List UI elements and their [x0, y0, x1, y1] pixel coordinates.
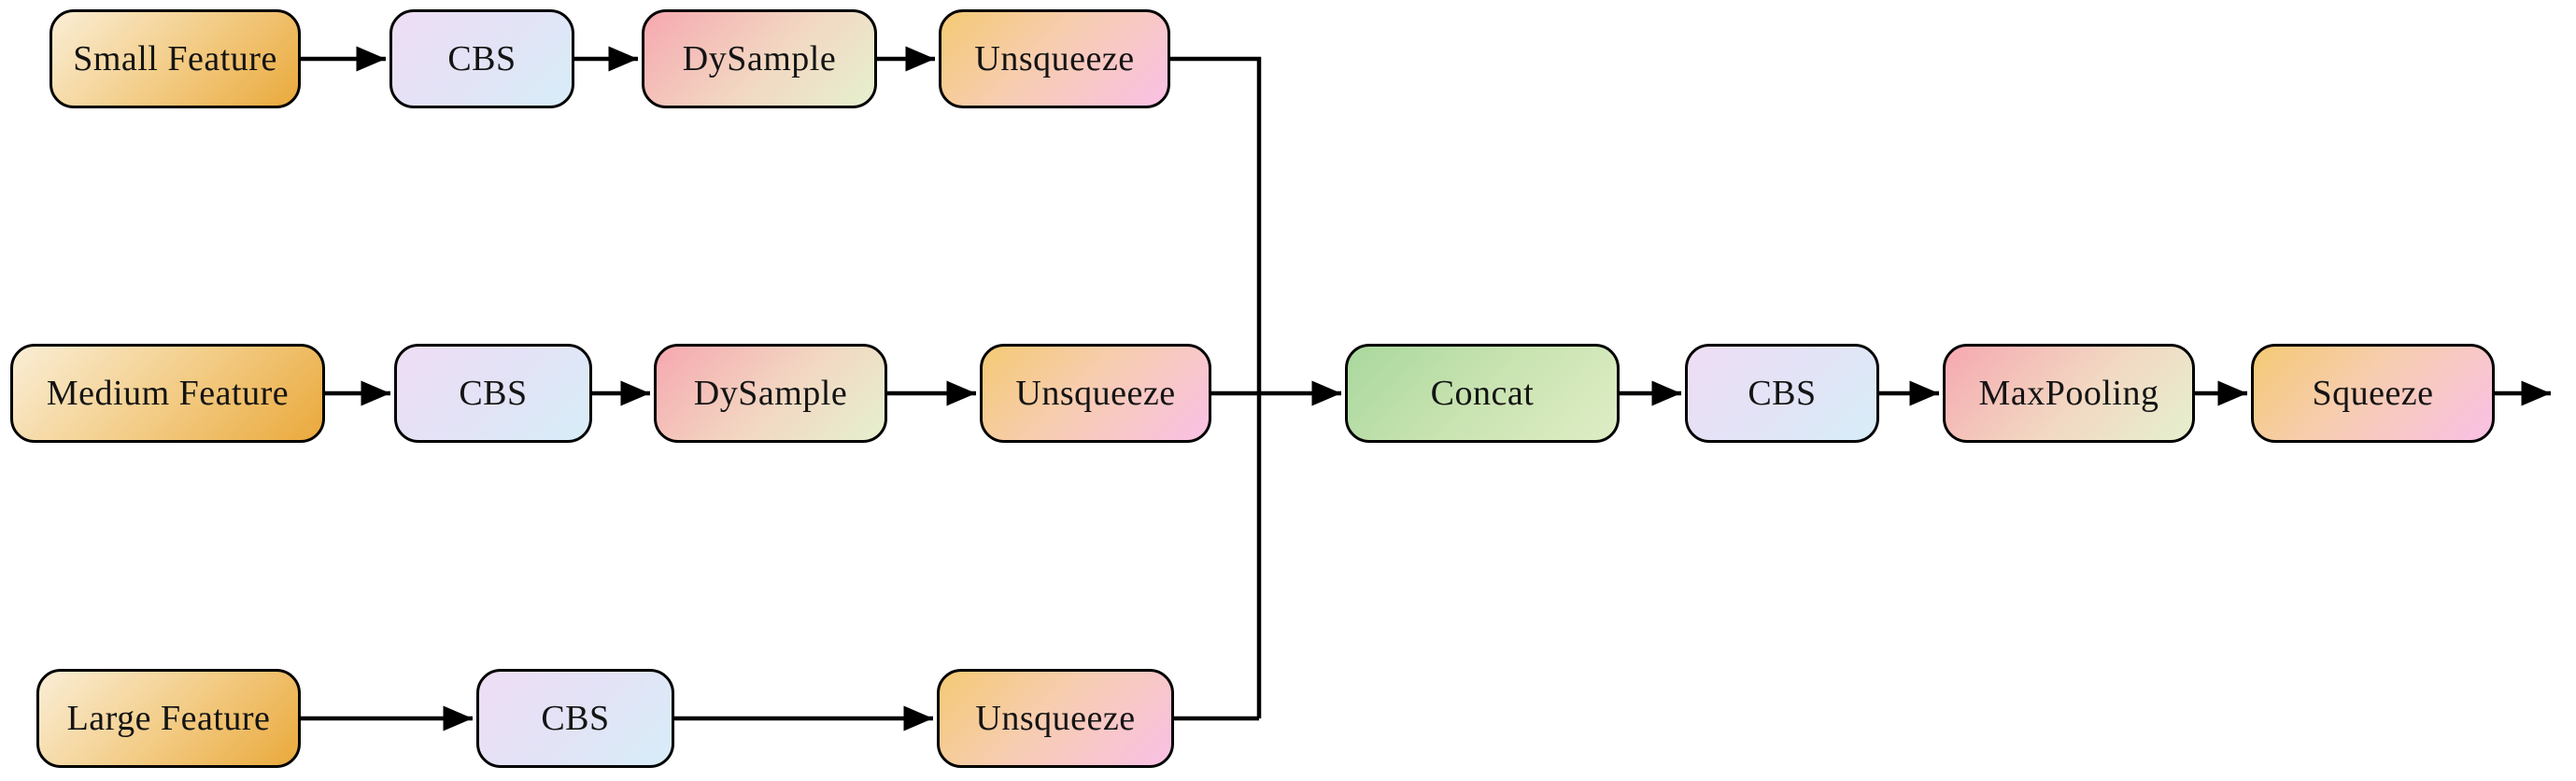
- node-cbs-bottom: CBS: [476, 669, 674, 768]
- node-dysample-middle-label: DySample: [693, 374, 848, 413]
- node-unsqueeze-middle: Unsqueeze: [980, 344, 1211, 443]
- node-unsqueeze-bottom: Unsqueeze: [937, 669, 1174, 768]
- node-large-feature-label: Large Feature: [66, 699, 271, 738]
- node-squeeze-label: Squeeze: [2312, 374, 2434, 413]
- node-concat: Concat: [1345, 344, 1620, 443]
- node-concat-label: Concat: [1430, 374, 1535, 413]
- node-dysample-top: DySample: [642, 9, 877, 108]
- node-cbs-after-concat-label: CBS: [1748, 374, 1817, 413]
- node-cbs-middle-label: CBS: [459, 374, 528, 413]
- node-cbs-top-label: CBS: [447, 39, 517, 78]
- node-large-feature: Large Feature: [36, 669, 301, 768]
- node-maxpooling-label: MaxPooling: [1978, 374, 2159, 413]
- node-medium-feature-label: Medium Feature: [46, 374, 290, 413]
- node-dysample-top-label: DySample: [682, 39, 837, 78]
- node-medium-feature: Medium Feature: [10, 344, 325, 443]
- node-cbs-top: CBS: [389, 9, 574, 108]
- node-unsqueeze-middle-label: Unsqueeze: [1015, 374, 1176, 413]
- node-unsqueeze-bottom-label: Unsqueeze: [975, 699, 1136, 738]
- node-cbs-after-concat: CBS: [1685, 344, 1879, 443]
- node-cbs-middle: CBS: [394, 344, 592, 443]
- node-small-feature-label: Small Feature: [73, 39, 277, 78]
- node-unsqueeze-top-label: Unsqueeze: [974, 39, 1135, 78]
- node-cbs-bottom-label: CBS: [541, 699, 610, 738]
- node-squeeze: Squeeze: [2251, 344, 2495, 443]
- elbow-unsqueeze-top-to-merge: [1170, 56, 1262, 718]
- node-unsqueeze-top: Unsqueeze: [939, 9, 1170, 108]
- node-small-feature: Small Feature: [50, 9, 301, 108]
- node-maxpooling: MaxPooling: [1943, 344, 2195, 443]
- node-dysample-middle: DySample: [654, 344, 887, 443]
